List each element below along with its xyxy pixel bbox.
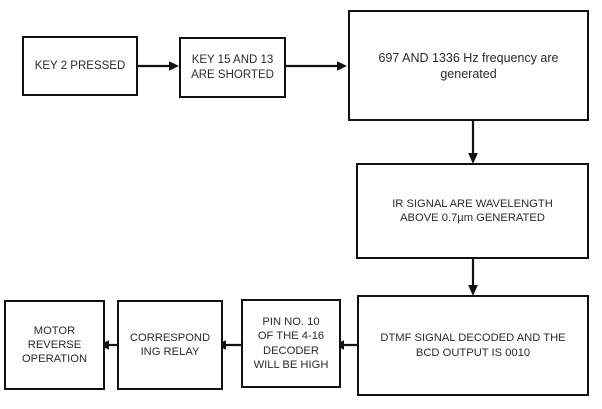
node-frequencies-generated: 697 AND 1336 Hz frequency are generated (348, 10, 589, 121)
node-label: KEY 2 PRESSED (34, 59, 126, 72)
node-dtmf-signal-decoded: DTMF SIGNAL DECODED AND THE BCD OUTPUT I… (357, 295, 589, 396)
node-label: CORRESPOND ING RELAY (129, 331, 211, 358)
node-key-2-pressed: KEY 2 PRESSED (22, 36, 138, 96)
edge-ir-to-dtmf (463, 258, 483, 298)
edge-key15-to-frequency (286, 56, 350, 76)
edge-key2-to-key15 (138, 56, 182, 76)
node-key-15-and-13-shorted: KEY 15 AND 13 ARE SHORTED (179, 37, 286, 98)
node-ir-signal-generated: IR SIGNAL ARE WAVELENGTH ABOVE 0.7µm GEN… (356, 163, 589, 259)
node-label: 697 AND 1336 Hz frequency are generated (378, 50, 559, 81)
node-label: MOTOR REVERSE OPERATION (21, 324, 88, 366)
node-label: IR SIGNAL ARE WAVELENGTH ABOVE 0.7µm GEN… (392, 197, 553, 224)
node-label: DTMF SIGNAL DECODED AND THE BCD OUTPUT I… (380, 332, 566, 359)
node-label: PIN NO. 10 OF THE 4-16 DECODER WILL BE H… (253, 315, 329, 371)
edge-frequency-to-ir (463, 120, 483, 166)
node-corresponding-relay: CORRESPOND ING RELAY (117, 300, 223, 390)
node-motor-reverse-operation: MOTOR REVERSE OPERATION (4, 300, 105, 390)
node-decoder-pin-high: PIN NO. 10 OF THE 4-16 DECODER WILL BE H… (241, 299, 341, 388)
node-label: KEY 15 AND 13 ARE SHORTED (191, 53, 274, 81)
